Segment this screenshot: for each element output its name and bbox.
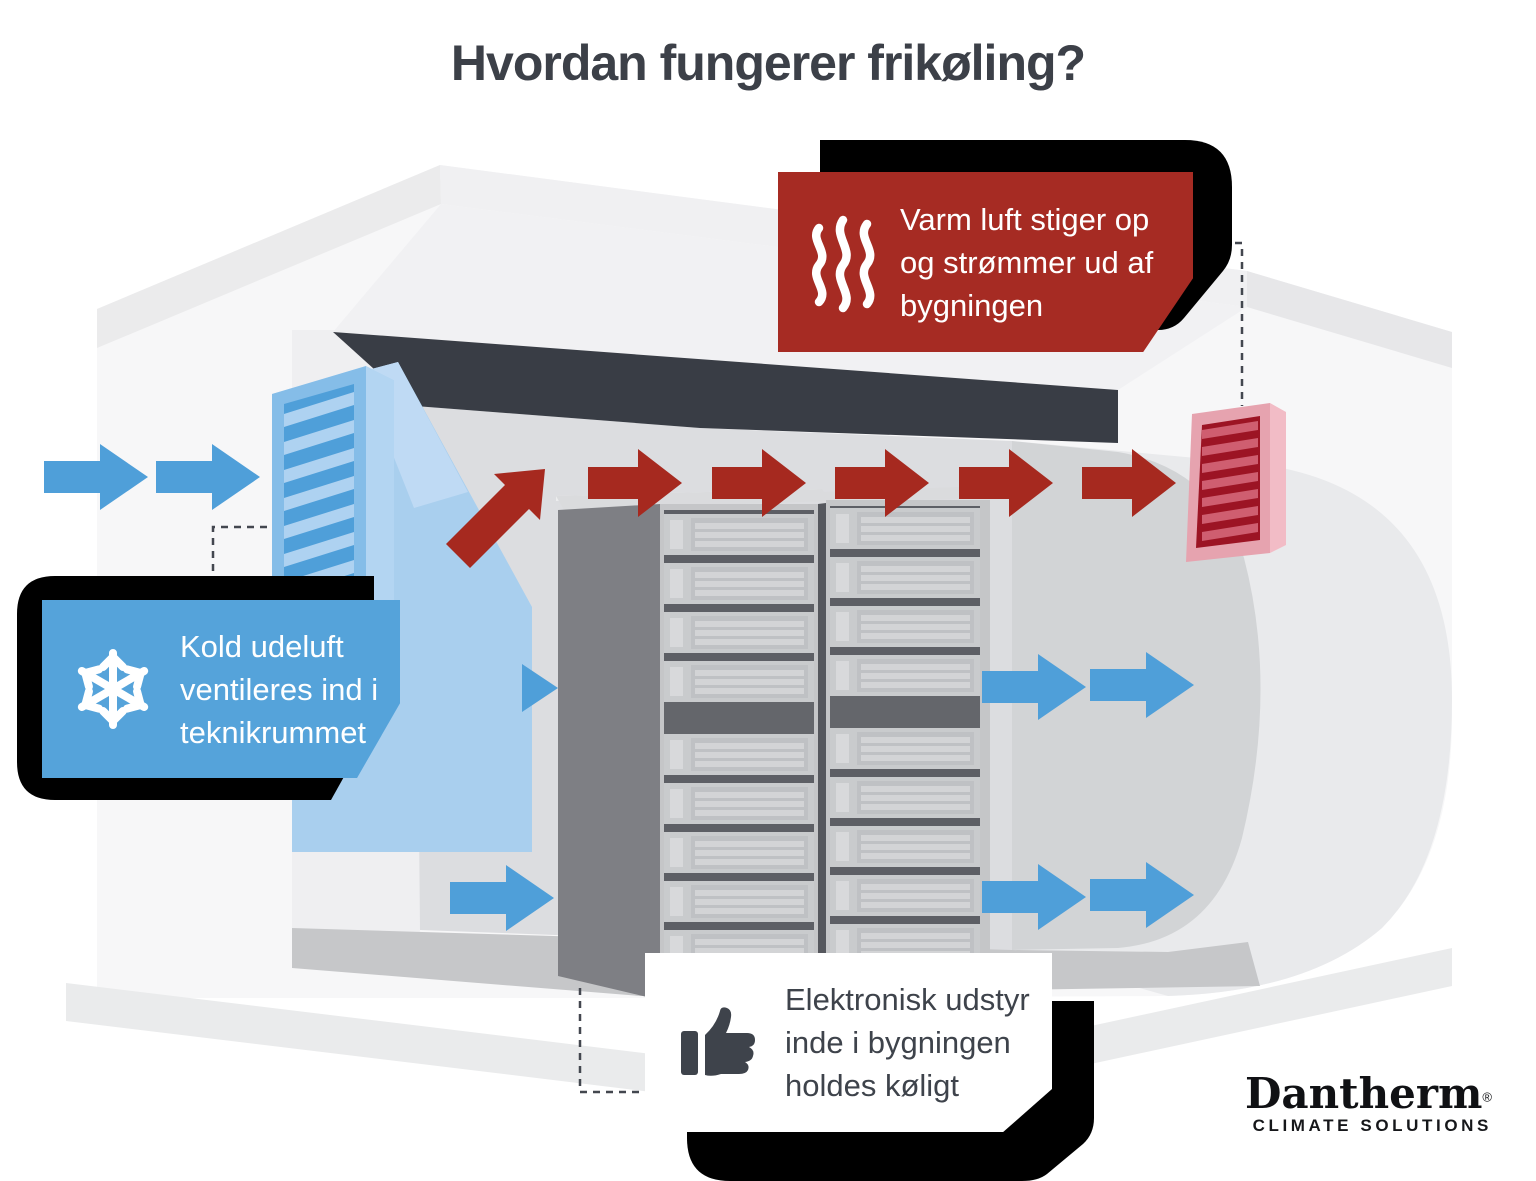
intake-vent-louver	[272, 366, 394, 640]
callout-line: teknikrummet	[180, 714, 367, 750]
logo-brand: Dantherm	[1245, 1069, 1483, 1118]
snowflake-icon	[70, 649, 156, 732]
thumbs-up-icon	[681, 1006, 755, 1076]
page-title: Hvordan fungerer frikøling?	[450, 35, 1086, 91]
callout-cold-air: Kold udeluft ventileres ind i teknikrumm…	[42, 600, 400, 778]
callout-warm-air-text: Varm luft stiger op og strømmer ud af by…	[900, 198, 1153, 327]
callout-equipment: Elektronisk udstyr inde i bygningen hold…	[645, 953, 1052, 1132]
ceiling-opening	[333, 332, 1118, 443]
callout-line: Kold udeluft	[180, 628, 344, 664]
cold-air-arrow-into-rack	[522, 664, 558, 712]
callout-line: Varm luft stiger op	[900, 201, 1150, 237]
callout-line: og strømmer ud af	[900, 244, 1154, 280]
callout-equipment-text: Elektronisk udstyr inde i bygningen hold…	[785, 978, 1030, 1107]
callout-cold-air-text: Kold udeluft ventileres ind i teknikrumm…	[180, 625, 378, 754]
connector-dashed-equipment	[578, 988, 643, 1094]
callout-warm-air: Varm luft stiger op og strømmer ud af by…	[778, 172, 1193, 352]
exhaust-vent-louver	[1186, 403, 1286, 562]
callout-line: holdes køligt	[785, 1068, 960, 1103]
dantherm-logo: Dantherm® CLIMATE SOLUTIONS	[1245, 1072, 1492, 1136]
callout-line: bygningen	[900, 287, 1044, 323]
callout-line: Elektronisk udstyr	[785, 982, 1030, 1017]
warm-air-arrow-diagonal	[446, 469, 545, 568]
server-rack-left	[556, 489, 830, 1002]
server-rack-right	[818, 486, 998, 1002]
connector-dashed-cold	[211, 525, 267, 597]
logo-tagline: CLIMATE SOLUTIONS	[1252, 1116, 1492, 1135]
callout-line: ventileres ind i	[180, 671, 379, 707]
registered-mark: ®	[1482, 1089, 1492, 1105]
heat-waves-icon	[812, 215, 875, 313]
callout-line: inde i bygningen	[785, 1025, 1011, 1060]
